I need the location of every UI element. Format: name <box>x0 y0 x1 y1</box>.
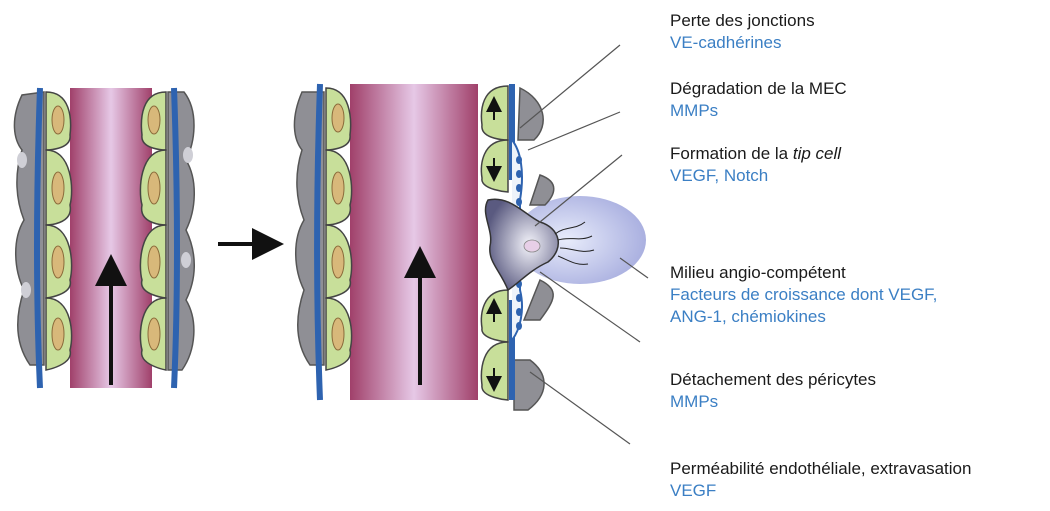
label-junctions-title: Perte des jonctions <box>670 10 815 32</box>
label-permeability: Perméabilité endothéliale, extravasation… <box>670 458 971 502</box>
label-tip-title-pre: Formation de la <box>670 144 793 163</box>
label-milieu-title: Milieu angio-compétent <box>670 262 937 284</box>
label-junctions: Perte des jonctions VE-cadhérines <box>670 10 815 54</box>
label-tip-title: Formation de la tip cell <box>670 143 841 165</box>
membrane-left-1 <box>37 88 40 388</box>
label-milieu-detail-2: ANG-1, chémiokines <box>670 306 937 328</box>
leader-permeability <box>530 372 630 444</box>
label-tip: Formation de la tip cell VEGF, Notch <box>670 143 841 187</box>
label-tip-title-em: tip cell <box>793 144 841 163</box>
vessel-left <box>14 88 194 388</box>
vessel-right <box>294 84 646 410</box>
label-mec-detail: MMPs <box>670 100 847 122</box>
label-mec-title: Dégradation de la MEC <box>670 78 847 100</box>
label-junctions-detail: VE-cadhérines <box>670 32 815 54</box>
label-pericytes: Détachement des péricytes MMPs <box>670 369 876 413</box>
label-pericytes-title: Détachement des péricytes <box>670 369 876 391</box>
lumen-right <box>350 84 478 400</box>
label-mec: Dégradation de la MEC MMPs <box>670 78 847 122</box>
label-milieu: Milieu angio-compétent Facteurs de crois… <box>670 262 937 328</box>
label-tip-detail: VEGF, Notch <box>670 165 841 187</box>
label-pericytes-detail: MMPs <box>670 391 876 413</box>
membrane-right-1 <box>317 84 320 400</box>
label-milieu-detail-1: Facteurs de croissance dont VEGF, <box>670 284 937 306</box>
leader-junctions <box>520 45 620 128</box>
label-permeability-detail: VEGF <box>670 480 971 502</box>
tip-cell-nucleus <box>524 240 540 252</box>
label-permeability-title: Perméabilité endothéliale, extravasation <box>670 458 971 480</box>
membrane-left-2 <box>174 88 177 388</box>
